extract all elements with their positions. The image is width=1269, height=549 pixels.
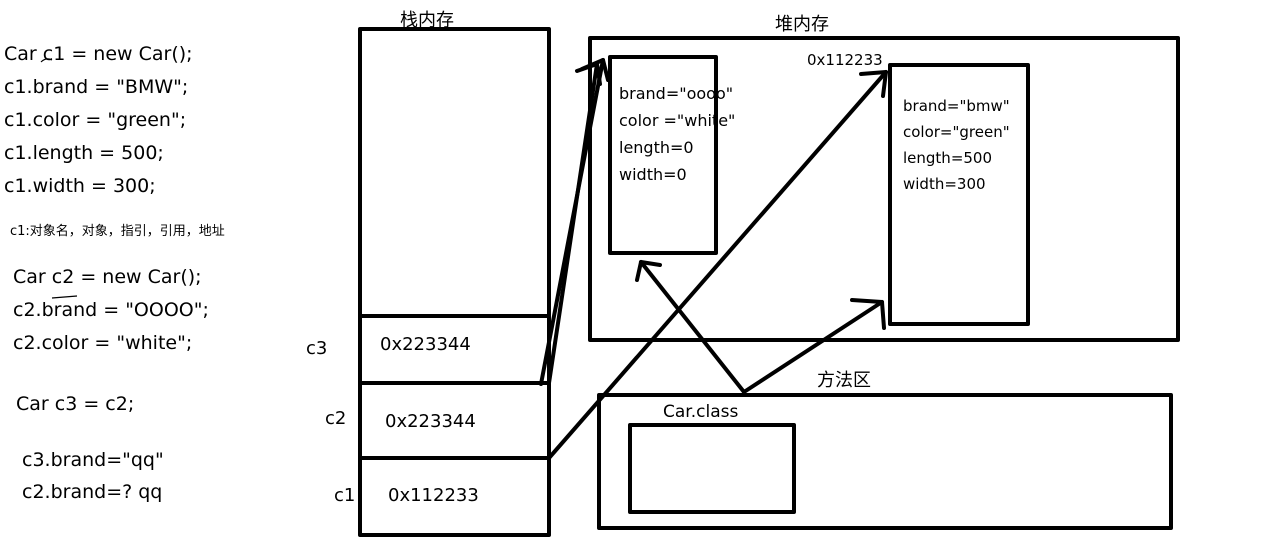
stack-var-value-c3: 0x223344 bbox=[380, 334, 471, 355]
heap-obj1-field-length: length=500 bbox=[903, 149, 993, 167]
mark-brand bbox=[51, 295, 78, 299]
code-line-4: c1.length = 500; bbox=[4, 142, 164, 164]
arrowhead-class-object2 bbox=[635, 260, 662, 282]
code-line-9: Car c3 = c2; bbox=[16, 393, 135, 415]
arrow-c1-to-object bbox=[547, 70, 888, 460]
heap-object-c2 bbox=[608, 55, 718, 255]
stack-var-name-c2: c2 bbox=[325, 408, 347, 429]
code-line-2: c1.brand = "BMW"; bbox=[4, 76, 189, 98]
car-class-label: Car.class bbox=[663, 402, 739, 422]
arrowhead-class-object1 bbox=[850, 298, 886, 330]
stack-var-value-c1: 0x112233 bbox=[388, 485, 479, 506]
arrowhead-c1 bbox=[859, 70, 888, 98]
code-line-1: Car c1 = new Car(); bbox=[4, 43, 193, 65]
stack-box bbox=[358, 27, 551, 537]
heap-title: 堆内存 bbox=[775, 14, 829, 35]
code-line-11: c2.brand=? qq bbox=[22, 481, 163, 503]
heap-obj1-field-color: color="green" bbox=[903, 123, 1010, 141]
method-area-title: 方法区 bbox=[817, 370, 871, 391]
heap-object-c1 bbox=[888, 63, 1030, 326]
annotation-note: c1:对象名，对象，指引，引用，地址 bbox=[10, 224, 225, 239]
stack-var-name-c1: c1 bbox=[334, 485, 356, 506]
arrow-class-to-object1 bbox=[742, 300, 884, 394]
method-area-box bbox=[597, 393, 1173, 530]
heap-obj2-field-width: width=0 bbox=[619, 165, 687, 184]
stack-title: 栈内存 bbox=[400, 10, 454, 31]
heap-obj1-field-width: width=300 bbox=[903, 175, 986, 193]
stack-var-name-c3: c3 bbox=[306, 338, 328, 359]
heap-box bbox=[588, 36, 1180, 342]
heap-obj1-field-brand: brand="bmw" bbox=[903, 97, 1010, 115]
code-line-10: c3.brand="qq" bbox=[22, 449, 164, 471]
heap-obj2-field-brand: brand="oooo" bbox=[619, 84, 734, 103]
car-class-box bbox=[628, 423, 796, 514]
code-line-7: c2.brand = "OOOO"; bbox=[13, 299, 209, 321]
heap-obj1-address: 0x112233 bbox=[807, 51, 883, 69]
code-line-8: c2.color = "white"; bbox=[13, 332, 193, 354]
arrow-c2-to-object bbox=[547, 62, 599, 385]
arrow-class-to-object2 bbox=[639, 260, 746, 394]
stack-var-value-c2: 0x223344 bbox=[385, 411, 476, 432]
code-line-5: c1.width = 300; bbox=[4, 175, 156, 197]
heap-obj2-field-length: length=0 bbox=[619, 138, 694, 157]
code-line-3: c1.color = "green"; bbox=[4, 109, 187, 131]
arrowhead-c2 bbox=[575, 62, 602, 86]
code-line-6: Car c2 = new Car(); bbox=[13, 266, 202, 288]
heap-obj2-field-color: color ="white" bbox=[619, 111, 736, 130]
mark-c1 bbox=[40, 58, 53, 63]
